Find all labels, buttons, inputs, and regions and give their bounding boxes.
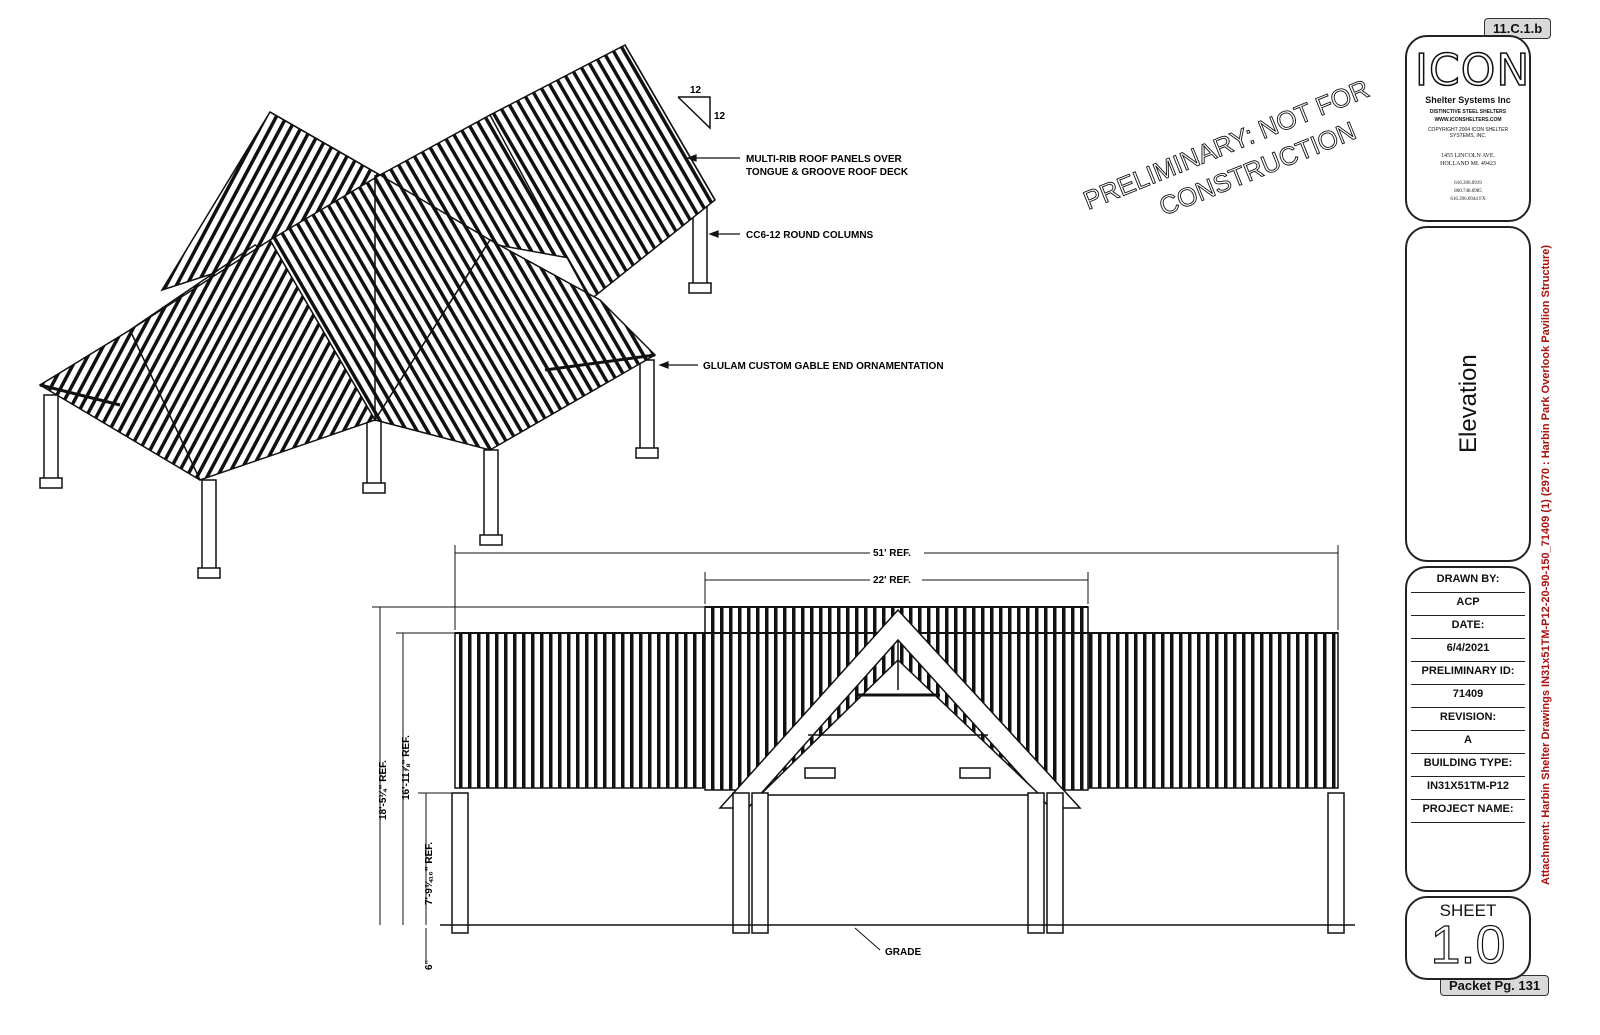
callout-leaders [658, 154, 740, 369]
dim-center-width: 22' REF. [873, 575, 911, 586]
callout-roof-line1: MULTI-RIB ROOF PANELS OVER [746, 154, 903, 165]
callout-gable: GLULAM CUSTOM GABLE END ORNAMENTATION [703, 361, 944, 372]
dim-overall-width: 51' REF. [873, 548, 911, 559]
logo-address1: 1455 LINCOLN AVE. [1440, 153, 1496, 159]
dim-height-eave: 16'-11⅞" REF. [401, 735, 412, 800]
drawn-by-label: DRAWN BY: [1436, 573, 1500, 585]
logo-phone2: 800.748.0985 [1454, 189, 1482, 194]
right-roof-panel [1087, 632, 1339, 789]
logo-tagline: DISTINCTIVE STEEL SHELTERS [1429, 109, 1507, 115]
logo-box: ICON Shelter Systems Inc DISTINCTIVE STE… [1405, 35, 1531, 222]
iso-columns [39, 204, 712, 579]
dim-height-column: 7'-9¾₁₆" REF. [424, 842, 435, 905]
drawn-by-value: ACP [1456, 596, 1480, 608]
building-type-value: IN31X51TM-P12 [1427, 780, 1509, 792]
sheet-number-box: SHEET 1.0 [1405, 896, 1531, 980]
elevation-view [440, 606, 1355, 934]
isometric-view [38, 44, 716, 579]
logo-brand: ICON [1414, 44, 1531, 97]
dim-footing: 6" [424, 959, 435, 970]
callout-columns: CC6-12 ROUND COLUMNS [746, 230, 874, 241]
pitch-symbol [677, 96, 711, 130]
elevation-columns [451, 792, 1345, 934]
sheet-title: Elevation [1455, 354, 1482, 453]
preliminary-id-value: 71409 [1452, 688, 1484, 700]
pitch-run: 12 [714, 111, 726, 122]
building-type-label: BUILDING TYPE: [1423, 757, 1513, 769]
callout-roof-line2: TONGUE & GROOVE ROOF DECK [746, 167, 909, 178]
packet-page-tag: Packet Pg. 131 [1440, 975, 1550, 996]
logo-copyright: COPYRIGHT 2004 ICON SHELTER SYSTEMS, INC… [1427, 127, 1509, 139]
dim-height-total: 18'-5¼" REF. [378, 760, 389, 820]
pitch-rise: 12 [690, 85, 702, 96]
attachment-caption: Attachment: Harbin Shelter Drawings IN31… [1540, 244, 1552, 885]
sheet-number: 1.0 [1430, 915, 1506, 975]
info-block: DRAWN BY: ACP DATE: 6/4/2021 PRELIMINARY… [1405, 566, 1531, 892]
revision-value: A [1464, 734, 1472, 746]
project-name-label: PROJECT NAME: [1422, 803, 1514, 815]
left-roof-panel [454, 632, 706, 789]
logo-website: WWW.ICONSHELTERS.COM [1434, 117, 1502, 123]
sheet-label: SHEET [1439, 901, 1497, 920]
sheet-title-box: Elevation [1405, 226, 1531, 562]
date-label: DATE: [1451, 619, 1485, 631]
callout-grade: GRADE [885, 947, 921, 958]
logo-fax: 616.396.0944 FX [1450, 197, 1486, 202]
watermark: PRELIMINARY: NOT FOR CONSTRUCTION [1079, 73, 1374, 222]
logo-subtitle: Shelter Systems Inc [1425, 95, 1511, 105]
logo-address2: HOLLAND MI. 49423 [1440, 161, 1496, 167]
preliminary-id-label: PRELIMINARY ID: [1421, 665, 1515, 677]
date-value: 6/4/2021 [1446, 642, 1490, 654]
revision-label: REVISION: [1439, 711, 1497, 723]
logo-phone1: 616.396.0919 [1454, 181, 1482, 186]
